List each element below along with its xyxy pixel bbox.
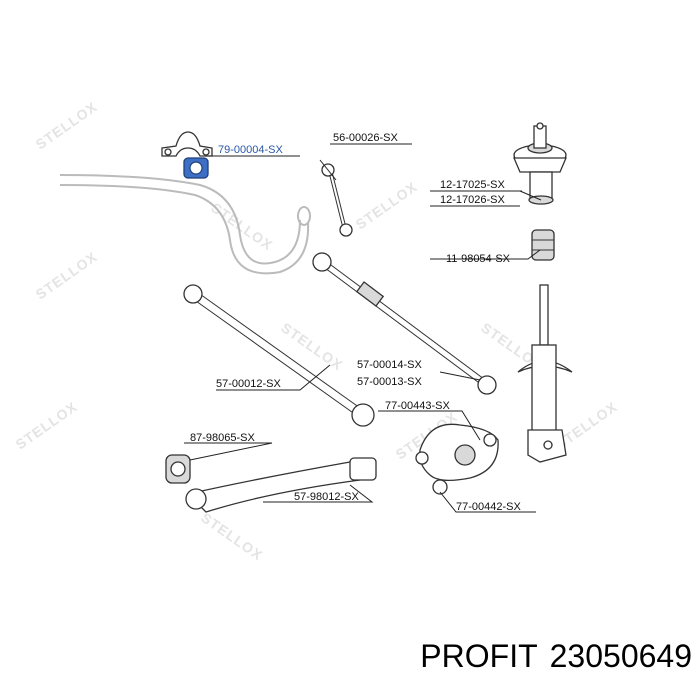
label-87-98065: 87-98065-SX [190,432,255,444]
lower-arm [183,284,375,427]
trailing-arm [185,457,377,513]
label-57-98012: 57-98012-SX [294,491,359,503]
label-77-00443: 77-00443-SX [385,400,450,412]
strut-mount [513,122,567,205]
label-79-00004: 79-00004-SX [218,144,283,156]
stabilizer-link [319,159,353,237]
watermark: STELLOX [33,248,101,302]
arm-bushing [165,454,191,484]
label-57-00012: 57-00012-SX [216,378,281,390]
brand-name: PROFIT [420,638,538,674]
label-12-17025: 12-17025-SX [440,179,505,191]
watermark: STELLOX [33,98,101,152]
label-57-00014: 57-00014-SX [357,359,422,371]
label-11-98054: 11-98054-SX [446,253,511,265]
label-77-00442: 77-00442-SX [456,501,521,513]
label-56-00026: 56-00026-SX [333,132,398,144]
leader-lines [184,143,542,513]
bump-stop [531,229,555,261]
watermark: STELLOX [353,178,421,232]
label-12-17026: 12-17026-SX [440,194,505,206]
adjustable-arm [312,252,497,395]
part-number: 23050649 [549,638,692,674]
stabilizer-bar [59,174,311,275]
knuckle [415,423,499,495]
label-57-00013: 57-00013-SX [357,376,422,388]
watermark: STELLOX [13,398,81,452]
watermark: STELLOX [198,509,266,563]
shock-absorber [517,284,573,463]
footer-caption: PROFIT 23050649 [0,638,692,675]
stabilizer-bushing [183,157,209,179]
part-labels: 79-00004-SX 56-00026-SX 12-17025-SX 12-1… [190,132,521,513]
stabilizer-bracket [161,131,213,157]
